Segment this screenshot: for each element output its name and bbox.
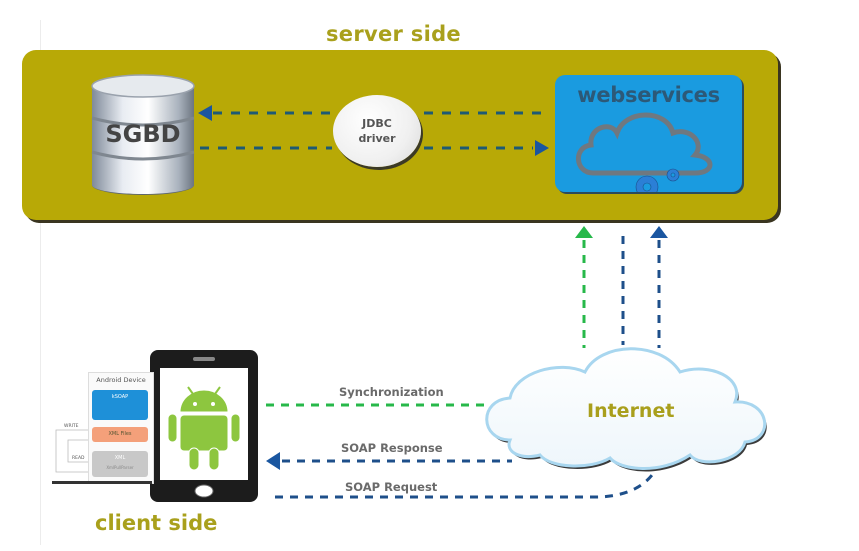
database-icon <box>91 74 195 195</box>
xml-parser-label: XmlPullParser <box>106 465 134 470</box>
xml-label: XML <box>114 455 126 461</box>
read-label: READ <box>72 456 85 461</box>
soap-response-label: SOAP Response <box>341 441 443 455</box>
client-flows <box>266 403 654 499</box>
sync-label: Synchronization <box>339 385 444 399</box>
server-side-title: server side <box>326 22 461 46</box>
internet-label: Internet <box>587 400 675 422</box>
vertical-flows <box>575 226 668 348</box>
webservices-title: webservices <box>577 83 720 107</box>
read-write-lines <box>55 429 88 473</box>
jdbc-driver-node: JDBC driver <box>333 95 421 167</box>
left-border-line <box>40 20 41 545</box>
jdbc-arrows <box>198 105 549 156</box>
sync-up-arrow <box>575 226 593 238</box>
database-label: SGBD <box>105 120 180 148</box>
write-label: WRITE <box>64 424 79 429</box>
arrow-to-db <box>198 105 212 121</box>
xml-files-label: XML Files <box>108 431 132 437</box>
android-logo-icon <box>167 386 241 471</box>
arrow-to-webservices <box>535 140 549 156</box>
ksoap-label: kSOAP <box>111 394 129 400</box>
client-side-title: client side <box>95 511 218 535</box>
soap-request-label: SOAP Request <box>345 480 438 494</box>
jdbc-driver-line1: JDBC <box>362 117 392 130</box>
android-device-panel: Android Device kSOAP XML Files XML XmlPu… <box>88 372 154 484</box>
device-base <box>52 481 152 484</box>
internet-cloud-icon <box>485 347 767 472</box>
jdbc-driver-line2: driver <box>358 132 396 145</box>
response-arrow <box>266 452 280 470</box>
request-up-arrow <box>650 226 668 238</box>
android-device-title: Android Device <box>96 376 146 384</box>
cloud-gears-icon <box>576 112 713 192</box>
xml-files-block: XML Files <box>92 427 148 442</box>
ksoap-block: kSOAP <box>92 390 148 420</box>
xml-parser-block: XML XmlPullParser <box>92 451 148 477</box>
webservices-container: webservices <box>555 75 742 192</box>
